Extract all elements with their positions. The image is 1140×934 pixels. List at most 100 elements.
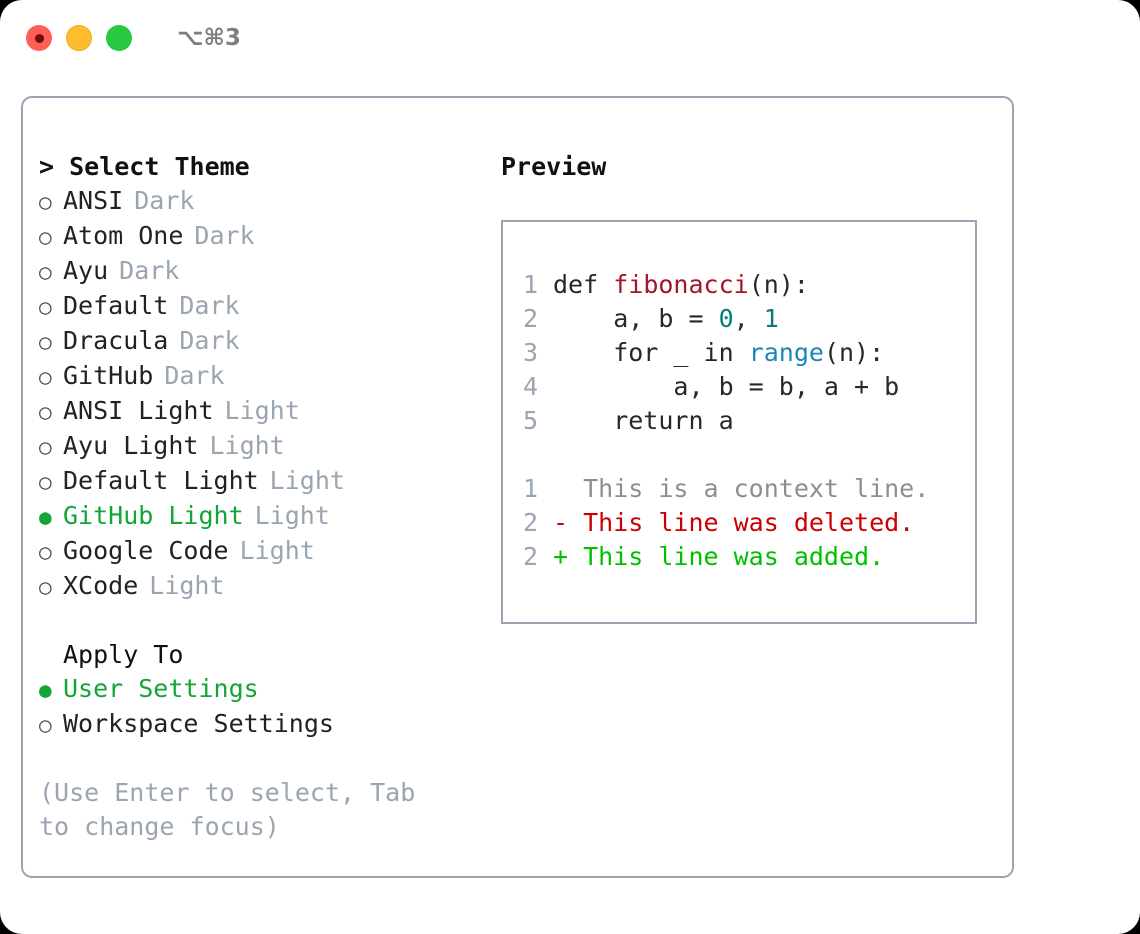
theme-list-item[interactable]: ○ Dracula Dark: [39, 324, 479, 359]
theme-variant-tag: Dark: [164, 361, 225, 390]
code-token: a, b = b, a + b: [553, 372, 900, 401]
code-content: a, b = 0, 1: [553, 302, 779, 336]
radio-unselected-icon: ○: [39, 330, 52, 354]
radio-selected-icon: ●: [39, 505, 52, 529]
theme-selector-column: > Select Theme ○ ANSI Dark ○ Atom One Da…: [39, 150, 479, 844]
code-token: (n):: [823, 338, 885, 367]
diff-content: This is a context line.: [553, 474, 930, 503]
theme-list-item[interactable]: ○ ANSI Dark: [39, 184, 479, 219]
theme-variant-tag: Dark: [179, 291, 240, 320]
radio-unselected-icon: ○: [39, 225, 52, 249]
code-line: 2 a, b = 0, 1: [523, 302, 975, 336]
keyboard-shortcut-label: ⌥⌘3: [177, 25, 241, 51]
code-preview-box: 1 def fibonacci(n): 2 a, b = 0, 1 3 for …: [501, 220, 977, 624]
theme-name: Ayu Light: [63, 431, 199, 460]
radio-unselected-icon: ○: [39, 435, 52, 459]
apply-to-item-user-settings[interactable]: ● User Settings: [39, 672, 479, 707]
theme-variant-tag: Light: [254, 501, 330, 530]
theme-list-item[interactable]: ○ Ayu Light Light: [39, 429, 479, 464]
line-number: 3: [523, 338, 539, 367]
diff-line-context: 1 This is a context line.: [523, 472, 975, 506]
theme-list: ○ ANSI Dark ○ Atom One Dark ○ Ayu Dark: [39, 184, 479, 604]
maximize-window-button[interactable]: [106, 25, 132, 51]
theme-name: Ayu: [63, 256, 109, 285]
line-number: 4: [523, 372, 539, 401]
theme-list-item-selected[interactable]: ● GitHub Light Light: [39, 499, 479, 534]
diff-line-removed: 2 - This line was deleted.: [523, 506, 975, 540]
theme-name: Atom One: [63, 221, 184, 250]
theme-variant-tag: Dark: [194, 221, 255, 250]
apply-to-header: Apply To: [63, 640, 184, 669]
line-number: 2: [523, 304, 539, 333]
code-content: for _ in range(n):: [553, 336, 884, 370]
preview-column: Preview 1 def fibonacci(n): 2 a, b = 0, …: [501, 150, 991, 624]
line-number: 2: [523, 542, 539, 571]
code-token-number: 0: [718, 304, 734, 333]
radio-unselected-icon: ○: [39, 190, 52, 214]
code-token-function: fibonacci: [613, 270, 749, 299]
theme-list-item[interactable]: ○ Default Dark: [39, 289, 479, 324]
theme-variant-tag: Dark: [119, 256, 180, 285]
diff-content: + This line was added.: [553, 542, 885, 571]
code-token: for _ in: [553, 338, 749, 367]
code-token: def: [553, 270, 614, 299]
code-content: def fibonacci(n):: [553, 268, 809, 302]
theme-name: ANSI Light: [63, 396, 214, 425]
theme-variant-tag: Light: [239, 536, 315, 565]
theme-name: GitHub: [63, 361, 154, 390]
theme-list-item[interactable]: ○ Ayu Dark: [39, 254, 479, 289]
code-line: 5 return a: [523, 404, 975, 438]
theme-list-item[interactable]: ○ ANSI Light Light: [39, 394, 479, 429]
theme-list-item[interactable]: ○ GitHub Dark: [39, 359, 479, 394]
theme-name: Dracula: [63, 326, 169, 355]
traffic-light-buttons: [26, 25, 132, 51]
main-panel: > Select Theme ○ ANSI Dark ○ Atom One Da…: [21, 96, 1014, 878]
theme-name: Default Light: [63, 466, 259, 495]
select-theme-header: > Select Theme: [39, 152, 250, 181]
theme-name: Google Code: [63, 536, 229, 565]
apply-to-label: Workspace Settings: [63, 709, 334, 738]
code-diff-spacer: [523, 438, 975, 472]
apply-to-label: User Settings: [63, 674, 259, 703]
theme-variant-tag: Light: [149, 571, 225, 600]
theme-name: XCode: [63, 571, 139, 600]
radio-unselected-icon: ○: [39, 540, 52, 564]
radio-unselected-icon: ○: [39, 295, 52, 319]
radio-unselected-icon: ○: [39, 713, 52, 737]
diff-line-added: 2 + This line was added.: [523, 540, 975, 574]
keyboard-hint-text: (Use Enter to select, Tab to change focu…: [39, 778, 416, 841]
code-token-builtin: range: [748, 338, 824, 367]
radio-selected-icon: ●: [39, 678, 52, 702]
theme-list-item[interactable]: ○ Google Code Light: [39, 534, 479, 569]
code-token: a, b =: [553, 304, 719, 333]
code-token: ,: [733, 304, 764, 333]
code-line: 3 for _ in range(n):: [523, 336, 975, 370]
theme-name: GitHub Light: [63, 501, 244, 530]
list-spacer: [39, 604, 479, 638]
radio-unselected-icon: ○: [39, 365, 52, 389]
radio-unselected-icon: ○: [39, 575, 52, 599]
theme-variant-tag: Light: [209, 431, 285, 460]
code-content: return a: [553, 404, 734, 438]
theme-list-item[interactable]: ○ Atom One Dark: [39, 219, 479, 254]
diff-content: - This line was deleted.: [553, 508, 915, 537]
line-number: 1: [523, 270, 539, 299]
theme-list-item[interactable]: ○ XCode Light: [39, 569, 479, 604]
radio-unselected-icon: ○: [39, 470, 52, 494]
code-line: 1 def fibonacci(n):: [523, 268, 975, 302]
close-window-button[interactable]: [26, 25, 52, 51]
line-number: 5: [523, 406, 539, 435]
radio-unselected-icon: ○: [39, 400, 52, 424]
theme-variant-tag: Dark: [134, 186, 195, 215]
theme-list-item[interactable]: ○ Default Light Light: [39, 464, 479, 499]
code-content: a, b = b, a + b: [553, 370, 899, 404]
theme-variant-tag: Light: [269, 466, 345, 495]
apply-to-item-workspace-settings[interactable]: ○ Workspace Settings: [39, 707, 479, 742]
code-line: 4 a, b = b, a + b: [523, 370, 975, 404]
theme-variant-tag: Dark: [179, 326, 240, 355]
line-number: 2: [523, 508, 539, 537]
minimize-window-button[interactable]: [66, 25, 92, 51]
code-token: return a: [553, 406, 734, 435]
close-icon: [34, 33, 44, 43]
